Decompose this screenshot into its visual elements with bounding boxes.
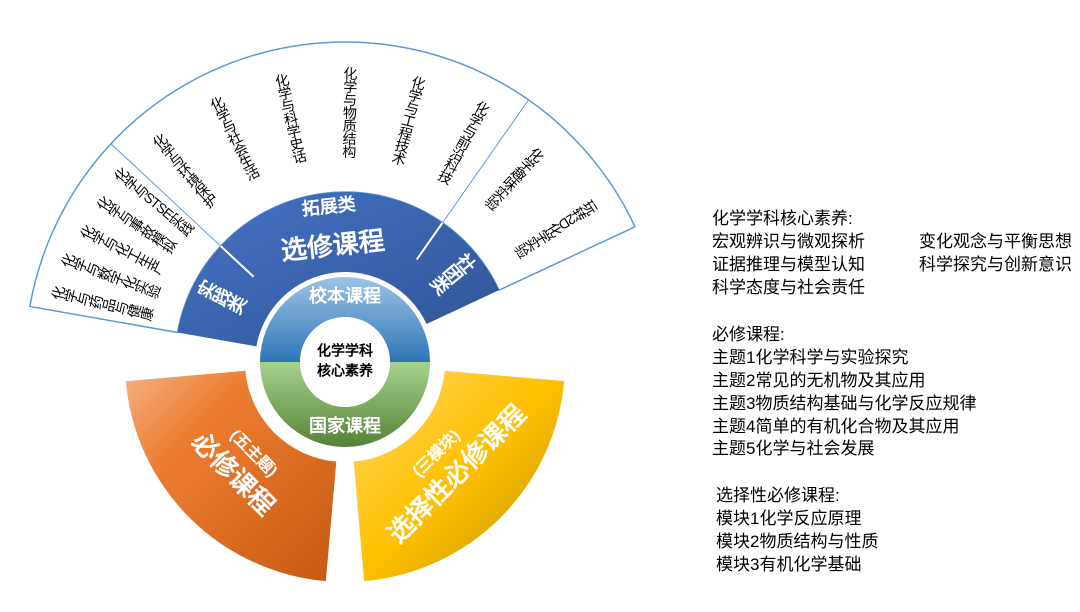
competency-item: 证据推理与模型认知 <box>712 254 865 274</box>
center-group: 化学学科核心素养 <box>300 317 390 407</box>
competency-item: 科学态度与社会责任 <box>712 277 865 297</box>
compulsory-item-4: 主题4简单的有机化合物及其应用 <box>712 416 960 436</box>
selective-item-3: 模块3有机化学基础 <box>716 555 862 575</box>
compulsory-title: 必修课程: <box>712 324 785 344</box>
compulsory-item-5: 主题5化学与社会发展 <box>712 439 875 459</box>
selective-item-2: 模块2物质结构与性质 <box>716 532 879 552</box>
label-school-course: 校本课程 <box>309 285 381 306</box>
outer-fan-group: 化学与药品与健康化学与数字化实验化学与化工生产化学与事故模拟化学与STSE实践化… <box>28 41 636 334</box>
compulsory-item-1: 主题1化学科学与实验探究 <box>712 347 909 367</box>
competency-item: 科学探究与创新意识 <box>919 254 1072 274</box>
center-title-2: 核心素养 <box>317 363 374 379</box>
competencies-title: 化学学科核心素养: <box>712 209 853 228</box>
selective-item-1: 模块1化学反应原理 <box>716 509 862 529</box>
selective-title: 选择性必修课程: <box>716 486 840 506</box>
label-national-course: 国家课程 <box>309 415 381 436</box>
compulsory-item-2: 主题2常见的无机物及其应用 <box>712 370 926 390</box>
competency-item: 宏观辨识与微观探析 <box>712 231 865 251</box>
compulsory-item-3: 主题3物质结构基础与化学反应规律 <box>712 393 977 413</box>
competencies-section: 化学学科核心素养: 宏观辨识与微观探析 变化观念与平衡思想 证据推理与模型认知 … <box>712 208 1072 300</box>
info-panel: 化学学科核心素养: 宏观辨识与微观探析 变化观念与平衡思想 证据推理与模型认知 … <box>712 208 1072 601</box>
center-title-1: 化学学科 <box>317 343 373 359</box>
diagram-area: 化学与药品与健康化学与数字化实验化学与化工生产化学与事故模拟化学与STSE实践化… <box>28 41 636 582</box>
outer-item-expansion: 化学与物质结构 <box>341 66 358 160</box>
selective-section: 选择性必修课程: 模块1化学反应原理 模块2物质结构与性质 模块3有机化学基础 <box>712 485 1072 577</box>
competency-item: 变化观念与平衡思想 <box>919 231 1072 251</box>
compulsory-section: 必修课程: 主题1化学科学与实验探究 主题2常见的无机物及其应用 主题3物质结构… <box>712 324 1072 462</box>
